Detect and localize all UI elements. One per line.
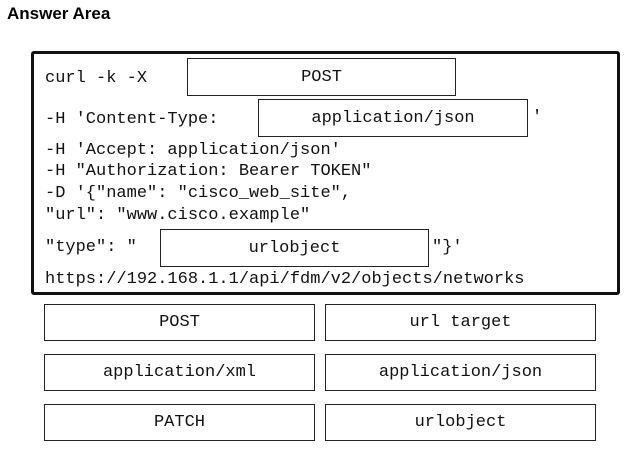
code-line-url: https://192.168.1.1/api/fdm/v2/objects/n… [45,270,525,289]
option-application-xml[interactable]: application/xml [44,354,315,391]
answer-panel: curl -k -X POST -H 'Content-Type: applic… [31,51,620,295]
option-urlobject[interactable]: urlobject [325,404,596,441]
option-application-json[interactable]: application/json [325,354,596,391]
option-patch[interactable]: PATCH [44,404,315,441]
code-line-curl: curl -k -X [45,69,148,88]
answer-area-title: Answer Area [7,4,111,23]
code-line-authorization: -H "Authorization: Bearer TOKEN" [45,162,372,181]
content-type-drop-target[interactable]: application/json [258,99,528,137]
type-drop-target[interactable]: urlobject [160,229,429,267]
code-line-type-close: "}' [432,238,463,257]
code-line-accept: -H 'Accept: application/json' [45,141,341,160]
method-drop-target[interactable]: POST [187,58,456,96]
code-line-content-type: -H 'Content-Type: [45,110,219,129]
code-line-data-name: -D '{"name": "cisco_web_site", [45,184,352,203]
code-line-data-url: "url": "www.cisco.example" [45,206,311,225]
option-url-target[interactable]: url target [325,304,596,341]
code-line-type: "type": " [45,238,137,257]
option-post[interactable]: POST [44,304,315,341]
code-line-content-type-quote: ' [532,108,543,127]
